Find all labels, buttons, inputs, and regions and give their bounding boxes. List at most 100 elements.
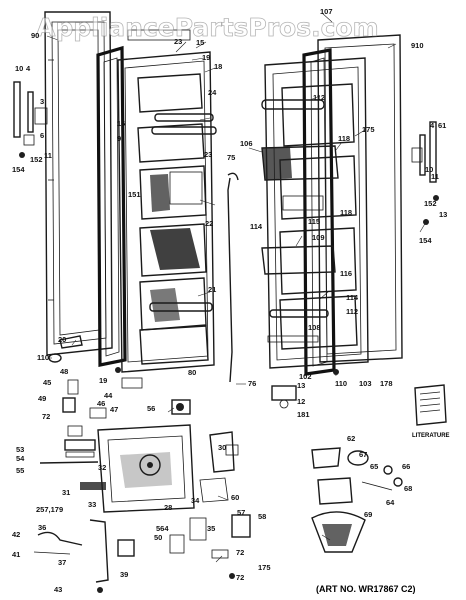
callout-label: 257,179 [36, 505, 63, 514]
callout-label: 154 [419, 236, 432, 245]
callout-label: 151 [128, 190, 141, 199]
callout-label: 54 [16, 454, 25, 463]
callout-label: 65 [370, 462, 378, 471]
callout-label: 50 [154, 533, 162, 542]
callout-label: 175 [258, 563, 271, 572]
dispenser-housing [97, 424, 195, 513]
literature-sheet [414, 384, 447, 426]
callout-label: 49 [38, 394, 46, 403]
callout-label: 13 [297, 381, 305, 390]
callout-label: 55 [16, 466, 24, 475]
callout-label: 19 [99, 376, 107, 385]
callout-label: 76 [248, 379, 256, 388]
callout-label: 18 [214, 62, 222, 71]
callout-label: 61 [438, 121, 446, 130]
callout-label: 13 [439, 210, 447, 219]
callout-label: 72 [42, 412, 50, 421]
callout-label: 23 [204, 150, 212, 159]
callout-label: 12 [297, 397, 305, 406]
right-lower-parts [225, 385, 403, 553]
callout-label: 47 [110, 405, 118, 414]
callout-label: 46 [97, 399, 105, 408]
callout-label: 118 [340, 208, 352, 217]
callout-label: 58 [258, 512, 266, 521]
callout-label: 564 [156, 524, 169, 533]
callout-label: 24 [208, 88, 217, 97]
callout-label: 72 [236, 573, 244, 582]
right-door-bins [261, 99, 339, 318]
dispenser-front-parts [39, 439, 106, 490]
callout-label: 152 [424, 199, 437, 208]
callout-label: 152 [30, 155, 43, 164]
left-hinge-parts [13, 81, 48, 158]
leader-lines [46, 12, 427, 563]
callout-label: 42 [12, 530, 20, 539]
callout-label: 60 [231, 493, 239, 502]
art-number: (ART NO. WR17867 C2) [316, 584, 416, 594]
callout-label: 175 [362, 125, 375, 134]
callout-label: 10 [15, 64, 23, 73]
callout-label: 56 [147, 404, 155, 413]
callout-label: 106 [240, 139, 253, 148]
callout-label: 36 [38, 523, 46, 532]
callout-label: 41 [12, 550, 20, 559]
left-door-outer-panel [44, 11, 113, 356]
callout-label: 107 [320, 7, 333, 16]
callout-label: 30 [218, 443, 226, 452]
callout-label: 39 [120, 570, 128, 579]
callout-label: 10 [425, 165, 433, 174]
callout-label: 115 [308, 217, 320, 226]
callout-label: 154 [12, 165, 25, 174]
left-door-liner [117, 51, 215, 373]
callout-label: 20 [58, 335, 66, 344]
right-door-liner [264, 57, 369, 369]
callout-label: 3 [40, 97, 44, 106]
callout-label: 80 [188, 368, 196, 377]
callout-label: 103 [359, 379, 372, 388]
callout-label: 15 [196, 38, 204, 47]
watermark-text: AppliancePartsPros.com [36, 13, 379, 42]
callout-label: 48 [60, 367, 68, 376]
callout-label: 44 [104, 391, 113, 400]
door-stop-rod [227, 172, 239, 383]
lower-linkage-parts [33, 514, 251, 593]
callout-label: 21 [208, 285, 216, 294]
callout-label: 57 [237, 508, 245, 517]
callout-label: 22 [205, 219, 213, 228]
callout-label: 110 [37, 353, 49, 362]
callout-label: 16 [117, 119, 125, 128]
callout-label: 108 [308, 323, 321, 332]
callout-label: 23 [174, 37, 182, 46]
callout-label: 112 [313, 93, 325, 102]
callout-label: 19 [202, 53, 210, 62]
callout-label: 37 [58, 558, 66, 567]
callout-label: 33 [88, 500, 96, 509]
callout-label: 34 [191, 496, 200, 505]
callout-label: 45 [43, 378, 51, 387]
left-door-gasket [96, 45, 127, 367]
callout-label: 11 [44, 151, 52, 160]
callout-label: 910 [411, 41, 424, 50]
callout-label: 112 [346, 307, 358, 316]
callout-label: 75 [227, 153, 235, 162]
callout-label: 178 [380, 379, 393, 388]
literature-label: LITERATURE [412, 433, 450, 439]
callout-label: 116 [340, 269, 352, 278]
callout-label: 69 [364, 510, 372, 519]
callout-label: 181 [297, 410, 310, 419]
left-door-shelf-bars [127, 29, 217, 312]
callout-label: 118 [338, 134, 350, 143]
right-door-outer-panel [317, 34, 403, 363]
callout-label: 43 [54, 585, 62, 594]
right-door-hinge-pins [267, 335, 339, 375]
callout-label: 9 [117, 134, 121, 143]
callout-label: 53 [16, 445, 24, 454]
callout-label: 35 [207, 524, 215, 533]
callout-label: 31 [62, 488, 70, 497]
callout-label: 6 [40, 131, 44, 140]
callout-label: 62 [347, 434, 355, 443]
callout-label: 4 [430, 121, 435, 130]
callout-label: 28 [164, 503, 172, 512]
right-hinge-parts [411, 121, 439, 225]
